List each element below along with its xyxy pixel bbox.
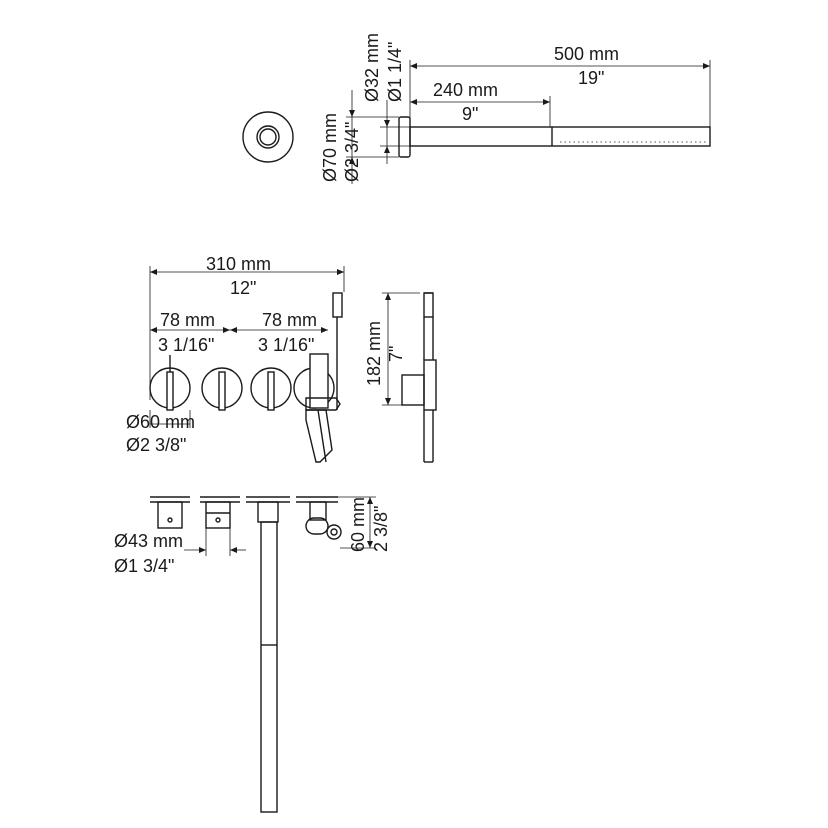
shower-arm-front-view xyxy=(242,111,294,163)
dim-diam-60 xyxy=(149,410,191,428)
label-width-310-in: 12" xyxy=(230,278,256,298)
dim-length-240 xyxy=(410,96,551,127)
mixer-front-view xyxy=(149,292,343,463)
dim-diam-43 xyxy=(184,528,246,556)
label-depth-60-mm: 60 mm xyxy=(348,497,368,552)
label-height-182-in: 7" xyxy=(386,346,406,362)
label-depth-60-in: 2 3/8" xyxy=(371,506,391,552)
label-height-182-mm: 182 mm xyxy=(364,321,384,386)
label-length-500-in: 19" xyxy=(578,68,604,88)
mixer-side-view xyxy=(401,292,437,463)
label-diam-70-in: Ø2 3/4" xyxy=(342,122,362,182)
dim-diam-70 xyxy=(346,90,399,184)
label-spacing-78-mm-b: 78 mm xyxy=(262,310,317,330)
dim-depth-60 xyxy=(338,496,376,549)
shower-arm-side-view xyxy=(398,116,711,158)
mixer-top-view xyxy=(150,496,342,813)
dim-spacing-78 xyxy=(150,327,328,333)
dim-diam-32 xyxy=(380,100,410,164)
label-diam-43-in: Ø1 3/4" xyxy=(114,556,174,576)
label-spacing-78-in-b: 3 1/16" xyxy=(258,335,314,355)
label-diam-32-in: Ø1 1/4" xyxy=(385,42,405,102)
label-spacing-78-mm-a: 78 mm xyxy=(160,310,215,330)
label-diam-32-mm: Ø32 mm xyxy=(362,33,382,102)
label-length-240-mm: 240 mm xyxy=(433,80,498,100)
label-diam-70-mm: Ø70 mm xyxy=(320,113,340,182)
label-length-240-in: 9" xyxy=(462,104,478,124)
dim-width-310 xyxy=(149,266,345,400)
dim-length-500 xyxy=(409,60,711,127)
label-diam-43-mm: Ø43 mm xyxy=(114,531,183,551)
label-length-500-mm: 500 mm xyxy=(554,44,619,64)
dim-height-182 xyxy=(382,292,420,406)
label-spacing-78-in-a: 3 1/16" xyxy=(158,335,214,355)
label-diam-60-in: Ø2 3/8" xyxy=(126,435,186,455)
label-width-310-mm: 310 mm xyxy=(206,254,271,274)
label-diam-60-mm: Ø60 mm xyxy=(126,412,195,432)
